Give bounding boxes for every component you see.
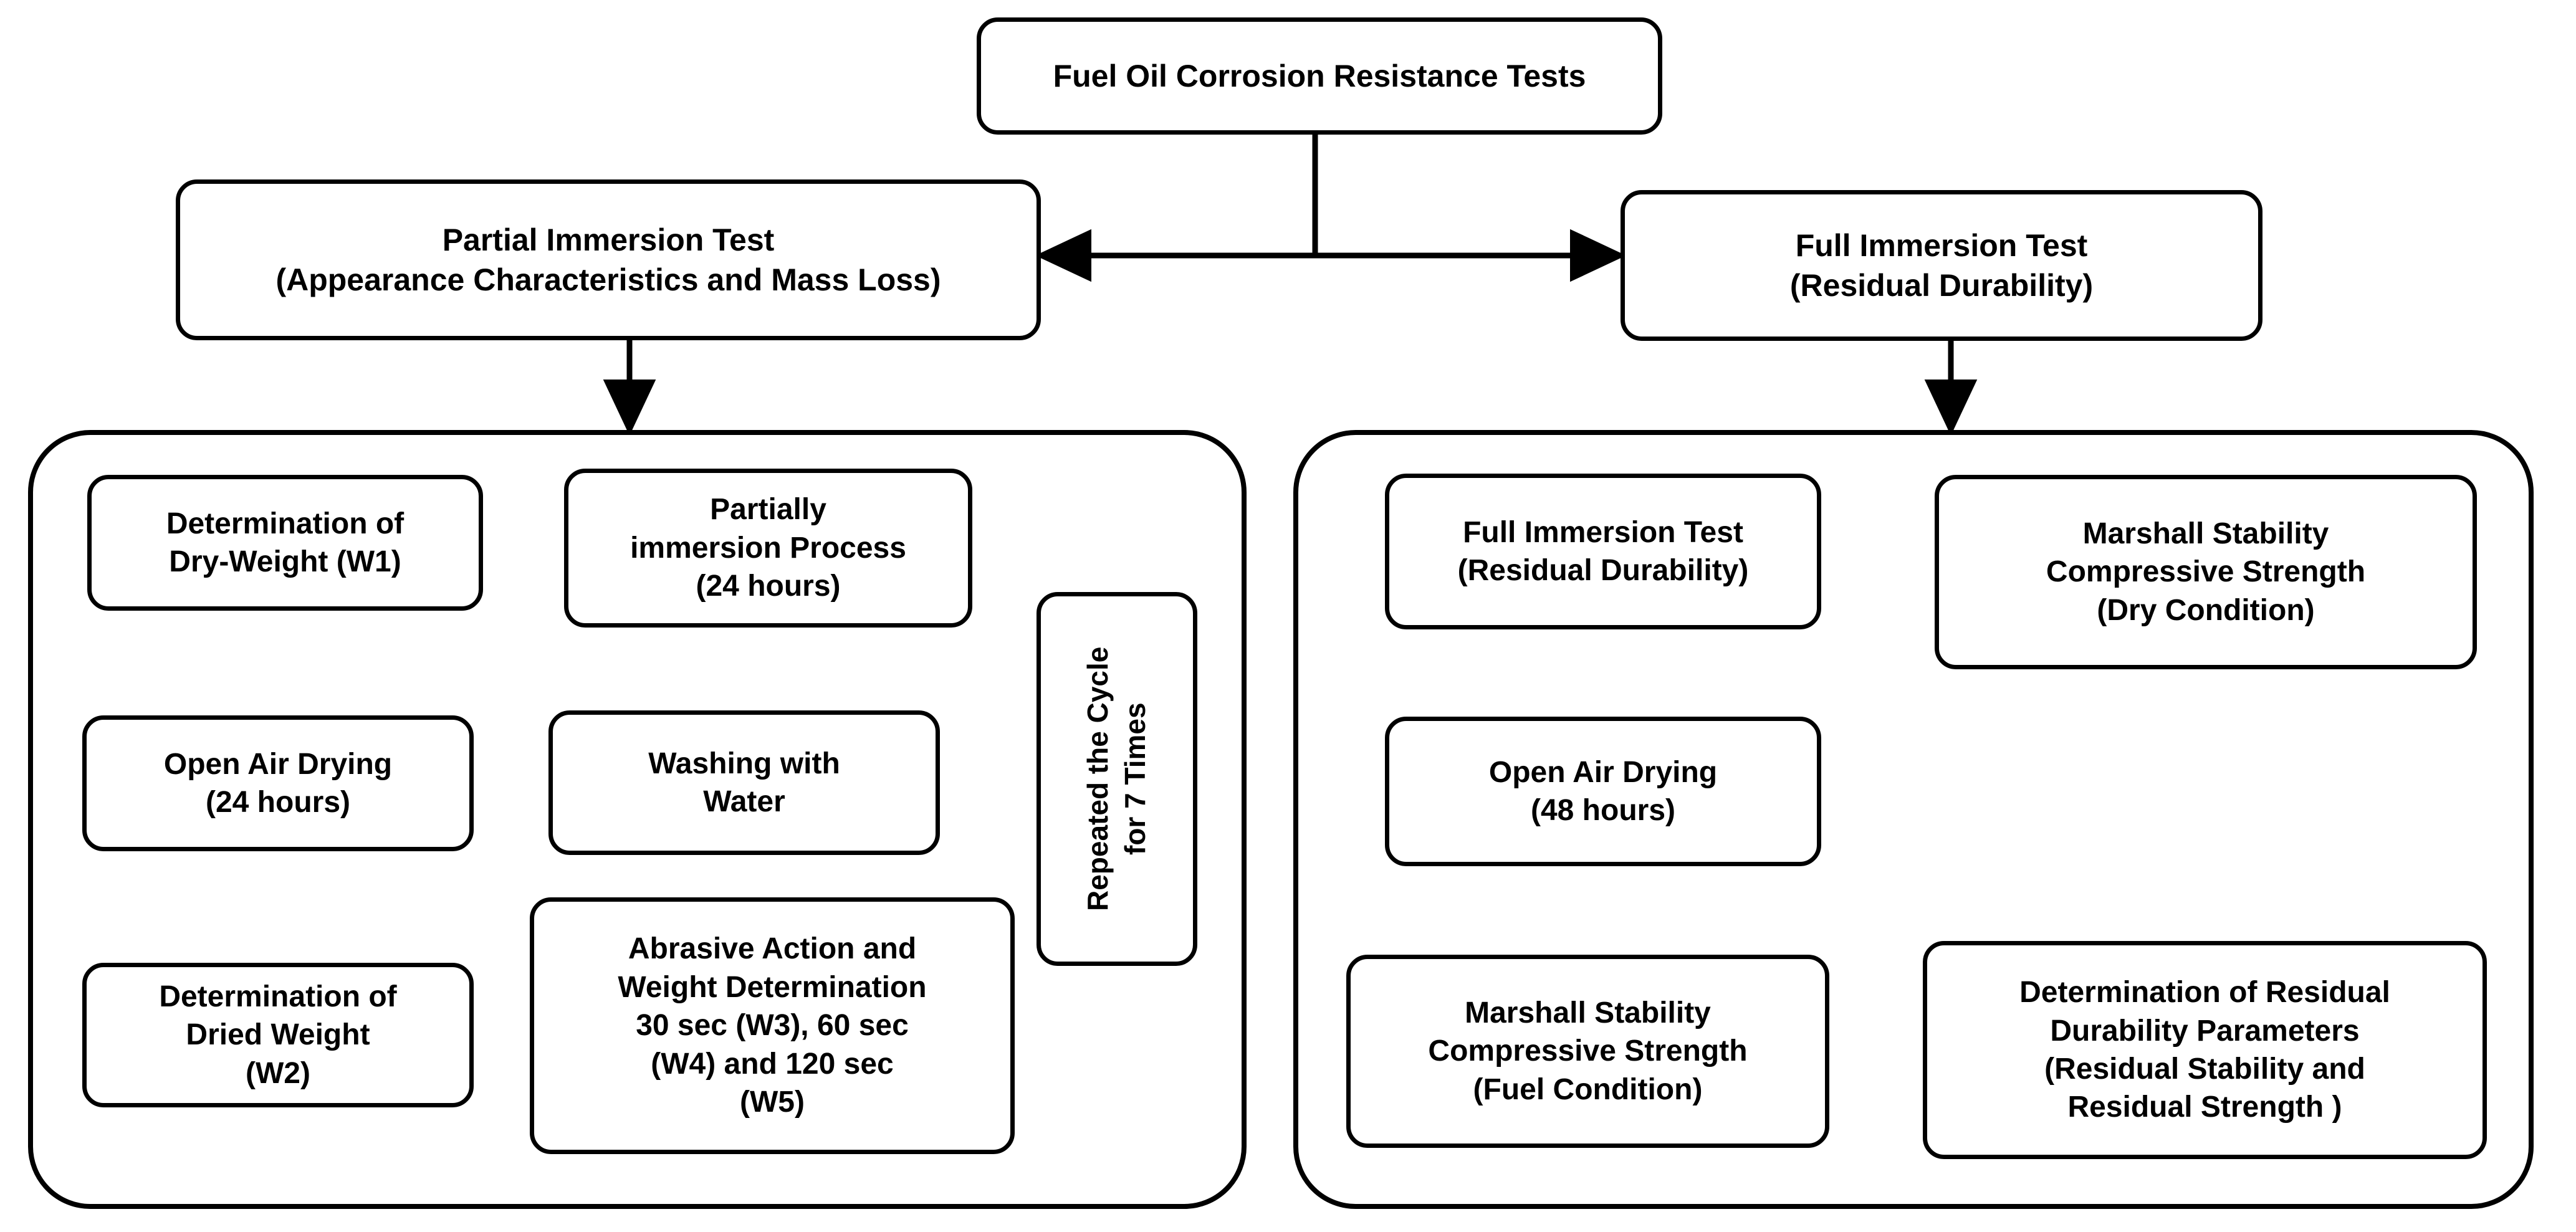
node-full-immersion-test-branch[interactable]: Full Immersion Test (Residual Durability… xyxy=(1621,190,2262,341)
node-label: Abrasive Action and Weight Determination… xyxy=(618,932,927,1119)
node-label: Determination of Residual Durability Par… xyxy=(2019,976,2390,1124)
node-label: Partial Immersion Test (Appearance Chara… xyxy=(275,222,941,297)
node-washing-with-water[interactable]: Washing with Water xyxy=(548,710,940,855)
node-label: Fuel Oil Corrosion Resistance Tests xyxy=(1053,59,1586,93)
node-label: Full Immersion Test (Residual Durability… xyxy=(1457,515,1749,587)
node-partially-immersion-process[interactable]: Partially immersion Process (24 hours) xyxy=(564,469,972,628)
node-label: Marshall Stability Compressive Strength … xyxy=(1428,996,1748,1106)
node-label: Washing with Water xyxy=(648,747,840,818)
node-determination-residual-durability-parameters[interactable]: Determination of Residual Durability Par… xyxy=(1923,941,2487,1159)
node-open-air-drying-24h[interactable]: Open Air Drying (24 hours) xyxy=(82,715,474,851)
node-fuel-oil-corrosion-resistance-tests[interactable]: Fuel Oil Corrosion Resistance Tests xyxy=(977,17,1662,135)
node-label: Determination of Dried Weight (W2) xyxy=(159,980,397,1090)
node-marshall-stability-dry-condition[interactable]: Marshall Stability Compressive Strength … xyxy=(1935,475,2477,669)
node-marshall-stability-fuel-condition[interactable]: Marshall Stability Compressive Strength … xyxy=(1346,955,1829,1148)
node-repeated-cycle-7-times[interactable]: Repeated the Cycle for 7 Times xyxy=(1037,592,1197,966)
node-label: Determination of Dry-Weight (W1) xyxy=(166,507,405,578)
node-determination-dried-weight-w2[interactable]: Determination of Dried Weight (W2) xyxy=(82,963,474,1107)
node-partial-immersion-test[interactable]: Partial Immersion Test (Appearance Chara… xyxy=(176,179,1041,340)
node-label: Marshall Stability Compressive Strength … xyxy=(2046,517,2366,627)
connector-title-to-split xyxy=(1035,133,1626,282)
node-label: Open Air Drying (24 hours) xyxy=(163,747,393,819)
node-label: Partially immersion Process (24 hours) xyxy=(630,493,906,603)
node-label: Open Air Drying (48 hours) xyxy=(1488,755,1718,827)
node-label: Repeated the Cycle for 7 Times xyxy=(1081,646,1151,912)
node-open-air-drying-48h[interactable]: Open Air Drying (48 hours) xyxy=(1385,717,1821,866)
node-abrasive-action-weight-determination[interactable]: Abrasive Action and Weight Determination… xyxy=(530,897,1015,1154)
node-full-immersion-test-residual-durability[interactable]: Full Immersion Test (Residual Durability… xyxy=(1385,474,1821,629)
node-label: Full Immersion Test (Residual Durability… xyxy=(1789,228,2094,303)
node-determination-dry-weight-w1[interactable]: Determination of Dry-Weight (W1) xyxy=(87,475,483,611)
